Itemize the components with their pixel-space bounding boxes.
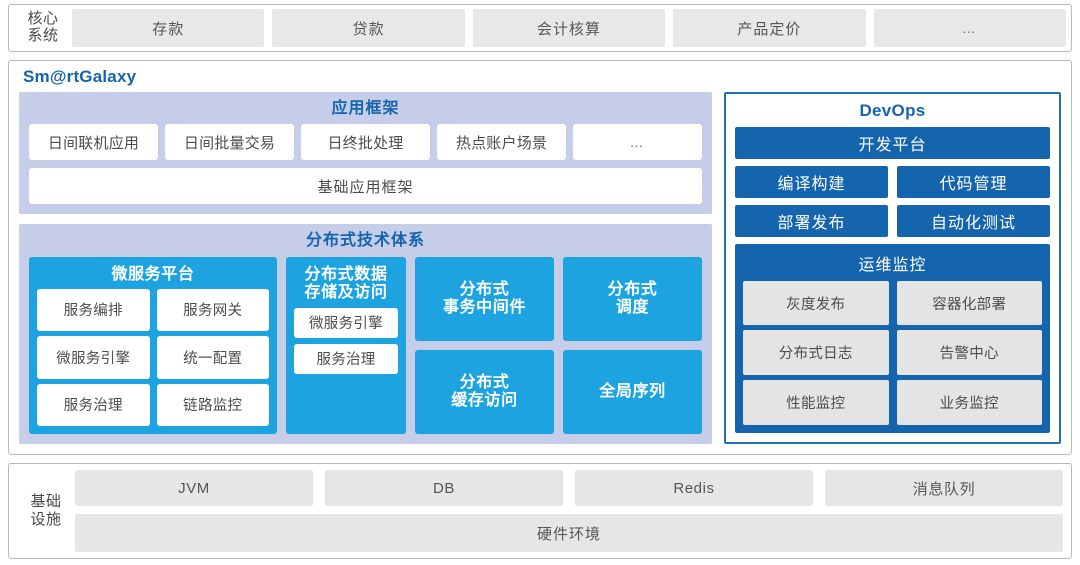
- core-systems-tabs: 存款 贷款 会计核算 产品定价 …: [72, 9, 1067, 47]
- distributed-scheduling-box[interactable]: 分布式 调度: [563, 256, 702, 341]
- global-sequence-title: 全局序列: [599, 383, 665, 401]
- microservice-row: 服务治理 链路监控: [37, 383, 269, 426]
- devops-row-2: 部署发布 自动化测试: [735, 204, 1050, 237]
- smartgalaxy-title: Sm@rtGalaxy: [23, 67, 137, 86]
- core-tab-accounting[interactable]: 会计核算: [472, 9, 666, 47]
- distributed-cache-access-title: 分布式 缓存访问: [451, 374, 517, 410]
- infrastructure-content: JVM DB Redis 消息队列 硬件环境: [75, 470, 1063, 552]
- distributed-cache-access-box[interactable]: 分布式 缓存访问: [415, 349, 554, 434]
- devops-automated-testing[interactable]: 自动化测试: [897, 204, 1050, 237]
- distributed-storage-title-line1: 分布式数据: [304, 265, 388, 283]
- core-tab-more[interactable]: …: [873, 9, 1067, 47]
- devops-monitoring-grid: 灰度发布 容器化部署 分布式日志 告警中心 性能监控 业务监控: [743, 280, 1042, 425]
- devops-row-1: 编译构建 代码管理: [735, 165, 1050, 198]
- infrastructure-label-line2: 设施: [30, 511, 62, 528]
- ms-chip-microservice-engine[interactable]: 微服务引擎: [37, 336, 150, 379]
- distributed-storage-box: 分布式数据 存储及访问 微服务引擎 服务治理: [286, 256, 406, 434]
- distributed-storage-title: 分布式数据 存储及访问: [294, 262, 398, 308]
- microservice-platform-title: 微服务平台: [111, 265, 195, 283]
- cell-line2: 缓存访问: [451, 391, 518, 409]
- cell-line1: 分布式: [607, 281, 658, 298]
- microservice-platform-grid: 服务编排 服务网关 微服务引擎 统一配置 服务治理 链路监控: [37, 288, 269, 426]
- distributed-technology-group: 分布式技术体系 微服务平台 服务编排 服务网关 微服务引: [19, 224, 712, 444]
- devops-monitoring-title: 运维监控: [858, 256, 927, 274]
- distributed-transaction-middleware-box[interactable]: 分布式 事务中间件: [415, 256, 554, 341]
- infrastructure-label-line1: 基础: [30, 493, 62, 510]
- ms-chip-link-tracing[interactable]: 链路监控: [156, 383, 269, 426]
- devops-deploy-release[interactable]: 部署发布: [735, 204, 888, 237]
- infra-chip-redis[interactable]: Redis: [575, 470, 813, 506]
- microservice-row: 服务编排 服务网关: [37, 288, 269, 332]
- devops-title: DevOps: [859, 100, 926, 120]
- devops-development-platform[interactable]: 开发平台: [735, 126, 1050, 159]
- ms-chip-service-orchestration[interactable]: 服务编排: [37, 288, 150, 332]
- monitor-chip-gray-release[interactable]: 灰度发布: [743, 280, 889, 326]
- cell-line1: 分布式: [459, 281, 510, 298]
- base-application-framework[interactable]: 基础应用框架: [29, 168, 702, 205]
- cell-line1: 分布式: [459, 374, 510, 392]
- infrastructure-section: 基础 设施 JVM DB Redis 消息队列 硬件环境: [8, 463, 1072, 559]
- devops-code-management[interactable]: 代码管理: [897, 165, 1050, 198]
- ms-chip-unified-config[interactable]: 统一配置: [156, 336, 269, 379]
- app-chip-eod-batch[interactable]: 日终批处理: [301, 124, 430, 161]
- core-systems-label-line1: 核心: [27, 10, 59, 28]
- application-framework-chip-row: 日间联机应用 日间批量交易 日终批处理 热点账户场景 …: [29, 124, 702, 161]
- cell-line2: 调度: [615, 298, 650, 316]
- application-framework-group: 应用框架 日间联机应用 日间批量交易 日终批处理 热点账户场景 … 基础应用框架: [19, 91, 712, 215]
- distributed-storage-title-line2: 存储及访问: [304, 283, 388, 301]
- infra-hardware-environment[interactable]: 硬件环境: [75, 514, 1063, 552]
- core-systems-label: 核心 系统: [14, 9, 72, 47]
- devops-monitoring-row: 性能监控 业务监控: [743, 380, 1042, 425]
- cell-line2: 事务中间件: [442, 298, 526, 316]
- smartgalaxy-section: Sm@rtGalaxy 应用框架 日间联机应用 日间批量交易 日终批处理 热点账…: [8, 60, 1072, 455]
- monitor-chip-distributed-logs[interactable]: 分布式日志: [743, 330, 889, 376]
- distributed-storage-items: 微服务引擎 服务治理: [294, 307, 398, 426]
- monitor-chip-performance-monitoring[interactable]: 性能监控: [743, 380, 889, 425]
- application-framework-title: 应用框架: [331, 99, 400, 117]
- infrastructure-chip-row: JVM DB Redis 消息队列: [75, 470, 1063, 506]
- infra-chip-message-queue[interactable]: 消息队列: [825, 470, 1063, 506]
- global-sequence-box[interactable]: 全局序列: [563, 349, 702, 434]
- monitor-chip-business-monitoring[interactable]: 业务监控: [896, 380, 1042, 425]
- distributed-cells-column-1: 分布式 事务中间件 分布式 缓存访问: [415, 256, 554, 434]
- distributed-transaction-middleware-title: 分布式 事务中间件: [443, 281, 526, 317]
- smartgalaxy-body: 应用框架 日间联机应用 日间批量交易 日终批处理 热点账户场景 … 基础应用框架…: [19, 91, 1061, 444]
- monitor-chip-containerized-deploy[interactable]: 容器化部署: [896, 280, 1042, 326]
- core-tab-deposit[interactable]: 存款: [72, 9, 265, 47]
- core-tab-loan[interactable]: 贷款: [272, 9, 465, 47]
- distributed-cells-column-2: 分布式 调度 全局序列: [563, 256, 702, 434]
- distributed-technology-title: 分布式技术体系: [305, 232, 425, 250]
- devops-column: DevOps 开发平台 编译构建 代码管理 部署发布 自动化测试 运维监控: [724, 91, 1061, 444]
- devops-monitoring-group: 运维监控 灰度发布 容器化部署 分布式日志 告警中心 性能监控: [735, 243, 1050, 433]
- storage-chip-service-governance[interactable]: 服务治理: [294, 343, 398, 374]
- microservice-row: 微服务引擎 统一配置: [37, 336, 269, 379]
- devops-monitoring-row: 灰度发布 容器化部署: [743, 280, 1042, 326]
- infrastructure-label: 基础 设施: [17, 470, 75, 552]
- devops-panel: DevOps 开发平台 编译构建 代码管理 部署发布 自动化测试 运维监控: [724, 91, 1061, 444]
- microservice-platform-box: 微服务平台 服务编排 服务网关 微服务引擎 统一配置: [29, 256, 277, 434]
- devops-monitoring-row: 分布式日志 告警中心: [743, 330, 1042, 376]
- distributed-scheduling-title: 分布式 调度: [608, 281, 658, 317]
- app-chip-hot-account[interactable]: 热点账户场景: [437, 124, 566, 161]
- core-systems-label-line2: 系统: [27, 27, 59, 44]
- core-tab-pricing[interactable]: 产品定价: [673, 9, 866, 47]
- monitor-chip-alert-center[interactable]: 告警中心: [896, 330, 1042, 376]
- app-chip-daytime-online[interactable]: 日间联机应用: [29, 124, 158, 161]
- cell-line1: 全局序列: [599, 383, 666, 401]
- smartgalaxy-left-column: 应用框架 日间联机应用 日间批量交易 日终批处理 热点账户场景 … 基础应用框架…: [19, 91, 712, 444]
- infra-chip-db[interactable]: DB: [325, 470, 563, 506]
- ms-chip-service-gateway[interactable]: 服务网关: [156, 288, 269, 332]
- distributed-columns: 微服务平台 服务编排 服务网关 微服务引擎 统一配置: [29, 256, 702, 434]
- infra-chip-jvm[interactable]: JVM: [75, 470, 313, 506]
- app-chip-more[interactable]: …: [573, 124, 702, 161]
- devops-compile-build[interactable]: 编译构建: [735, 165, 888, 198]
- app-chip-daytime-batch[interactable]: 日间批量交易: [165, 124, 294, 161]
- ms-chip-service-governance[interactable]: 服务治理: [37, 383, 150, 426]
- core-systems-section: 核心 系统 存款 贷款 会计核算 产品定价 …: [8, 4, 1072, 52]
- storage-chip-microservice-engine[interactable]: 微服务引擎: [294, 307, 398, 338]
